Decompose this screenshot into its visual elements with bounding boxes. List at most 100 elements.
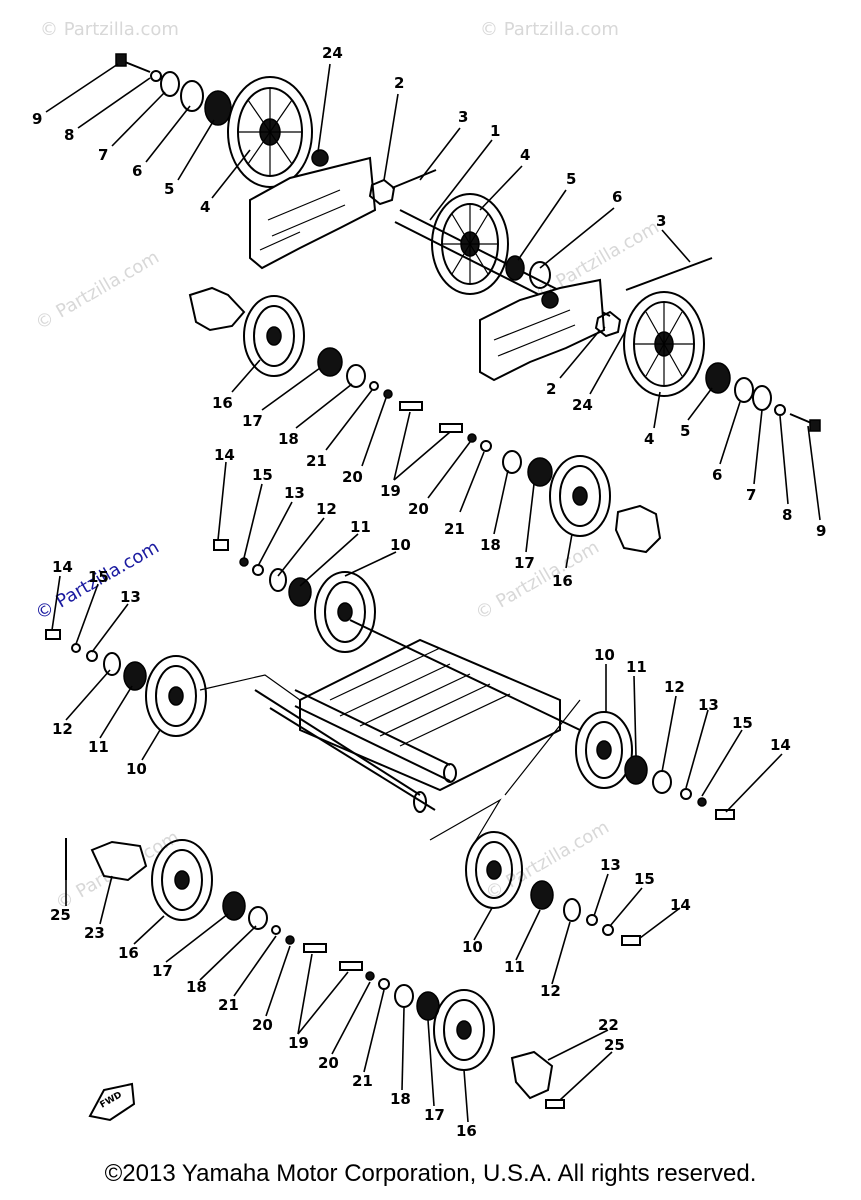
callout-label: 21	[444, 520, 465, 538]
callout-label: 15	[88, 568, 109, 586]
seal-part	[180, 80, 204, 112]
callout-label: 6	[132, 162, 142, 180]
callout-label: 18	[390, 1090, 411, 1108]
callout-label: 11	[350, 518, 371, 536]
callout-label: 8	[782, 506, 792, 524]
callout-label: 11	[88, 738, 109, 756]
callout-label: 11	[626, 658, 647, 676]
callout-label: 12	[52, 720, 73, 738]
callout-label: 9	[816, 522, 826, 540]
callout-label: 14	[670, 896, 691, 914]
callout-label: 15	[732, 714, 753, 732]
bearing-center	[505, 255, 525, 281]
callout-label: 12	[540, 982, 561, 1000]
callout-label: 16	[212, 394, 233, 412]
washer-part	[150, 70, 162, 82]
copyright-notice: ©2013 Yamaha Motor Corporation, U.S.A. A…	[104, 1160, 757, 1187]
callout-label: 15	[634, 870, 655, 888]
callout-label: 5	[566, 170, 576, 188]
callout-label: 12	[664, 678, 685, 696]
callout-label: 13	[600, 856, 621, 874]
idler-mount-23	[90, 840, 148, 882]
callout-label: 4	[520, 146, 530, 164]
callout-label: 12	[316, 500, 337, 518]
callout-label: 13	[120, 588, 141, 606]
callout-label: 21	[218, 996, 239, 1014]
seal-center	[529, 261, 551, 289]
callout-label: 20	[318, 1054, 339, 1072]
callout-label: 21	[306, 452, 327, 470]
callout-label: 19	[380, 482, 401, 500]
callout-label: 2	[394, 74, 404, 92]
rear-wheel-10-lower	[465, 831, 523, 909]
callout-label: 10	[126, 760, 147, 778]
idler-mount-22	[510, 1050, 554, 1100]
callout-label: 18	[480, 536, 501, 554]
callout-label: 9	[32, 110, 42, 128]
callout-label: 20	[408, 500, 429, 518]
watermark-top-right: © Partzilla.com	[480, 19, 619, 40]
ring-part	[160, 71, 180, 97]
slide-rail-frame	[299, 638, 561, 792]
callout-label: 5	[680, 422, 690, 440]
callout-label: 14	[214, 446, 235, 464]
callout-labels: 9 8 7 6 5 4 24 2 3 1 4 5 6 3 2 24 4 5 6 …	[32, 44, 826, 1140]
callout-label: 18	[278, 430, 299, 448]
callout-label: 10	[594, 646, 615, 664]
idler-wheel-16-lower-left	[151, 839, 213, 921]
callout-label: 24	[572, 396, 593, 414]
idler-wheel-16-upper-left	[243, 295, 305, 377]
upper-idler-assembly	[188, 286, 662, 554]
callout-label: 18	[186, 978, 207, 996]
idler-mount-left	[188, 286, 246, 332]
watermarks: © Partzilla.com © Partzilla.com © Partzi…	[32, 19, 663, 914]
idler-wheel-16-upper-right	[549, 455, 611, 537]
callout-label: 25	[50, 906, 71, 924]
rear-wheel-10-right	[575, 711, 633, 789]
callout-label: 6	[612, 188, 622, 206]
fwd-arrow-icon: FWD	[88, 1082, 136, 1122]
callout-label: 10	[390, 536, 411, 554]
top-drive-assembly	[115, 53, 821, 432]
rear-wheel-10-top	[314, 571, 376, 653]
callout-label: 23	[84, 924, 105, 942]
drive-sprocket-wheel	[227, 76, 313, 188]
drive-sprocket-wheel-center	[431, 193, 509, 295]
axle-bolt-right	[625, 257, 713, 291]
callout-label: 17	[424, 1106, 445, 1124]
bolt-part-right	[789, 413, 821, 432]
callout-label: 17	[152, 962, 173, 980]
drive-sprocket-wheel-right	[623, 291, 705, 397]
callout-label: 16	[456, 1122, 477, 1140]
callout-label: 20	[252, 1016, 273, 1034]
callout-label: 25	[604, 1036, 625, 1054]
callout-label: 13	[284, 484, 305, 502]
callout-label: 24	[322, 44, 343, 62]
callout-label: 4	[644, 430, 654, 448]
lower-idler-assembly	[65, 838, 565, 1109]
rear-wheel-10-left	[145, 655, 207, 737]
callout-label: 5	[164, 180, 174, 198]
callout-label: 8	[64, 126, 74, 144]
callout-label: 14	[770, 736, 791, 754]
watermark-top-left: © Partzilla.com	[40, 19, 179, 40]
callout-label: 17	[242, 412, 263, 430]
callout-label: 16	[118, 944, 139, 962]
callout-label: 17	[514, 554, 535, 572]
callout-label: 6	[712, 466, 722, 484]
callout-label: 19	[288, 1034, 309, 1052]
leader-lines	[45, 63, 821, 1123]
callout-label: 11	[504, 958, 525, 976]
callout-label: 7	[746, 486, 756, 504]
callout-label: 14	[52, 558, 73, 576]
drive-bracket-right	[479, 278, 606, 382]
callout-label: 10	[462, 938, 483, 956]
callout-label: 22	[598, 1016, 619, 1034]
axle-bolt	[391, 169, 437, 189]
callout-label: 20	[342, 468, 363, 486]
callout-label: 21	[352, 1072, 373, 1090]
drive-bracket	[249, 156, 377, 270]
watermark-mid-left: © Partzilla.com	[32, 247, 163, 335]
idler-mount-right	[614, 504, 662, 554]
